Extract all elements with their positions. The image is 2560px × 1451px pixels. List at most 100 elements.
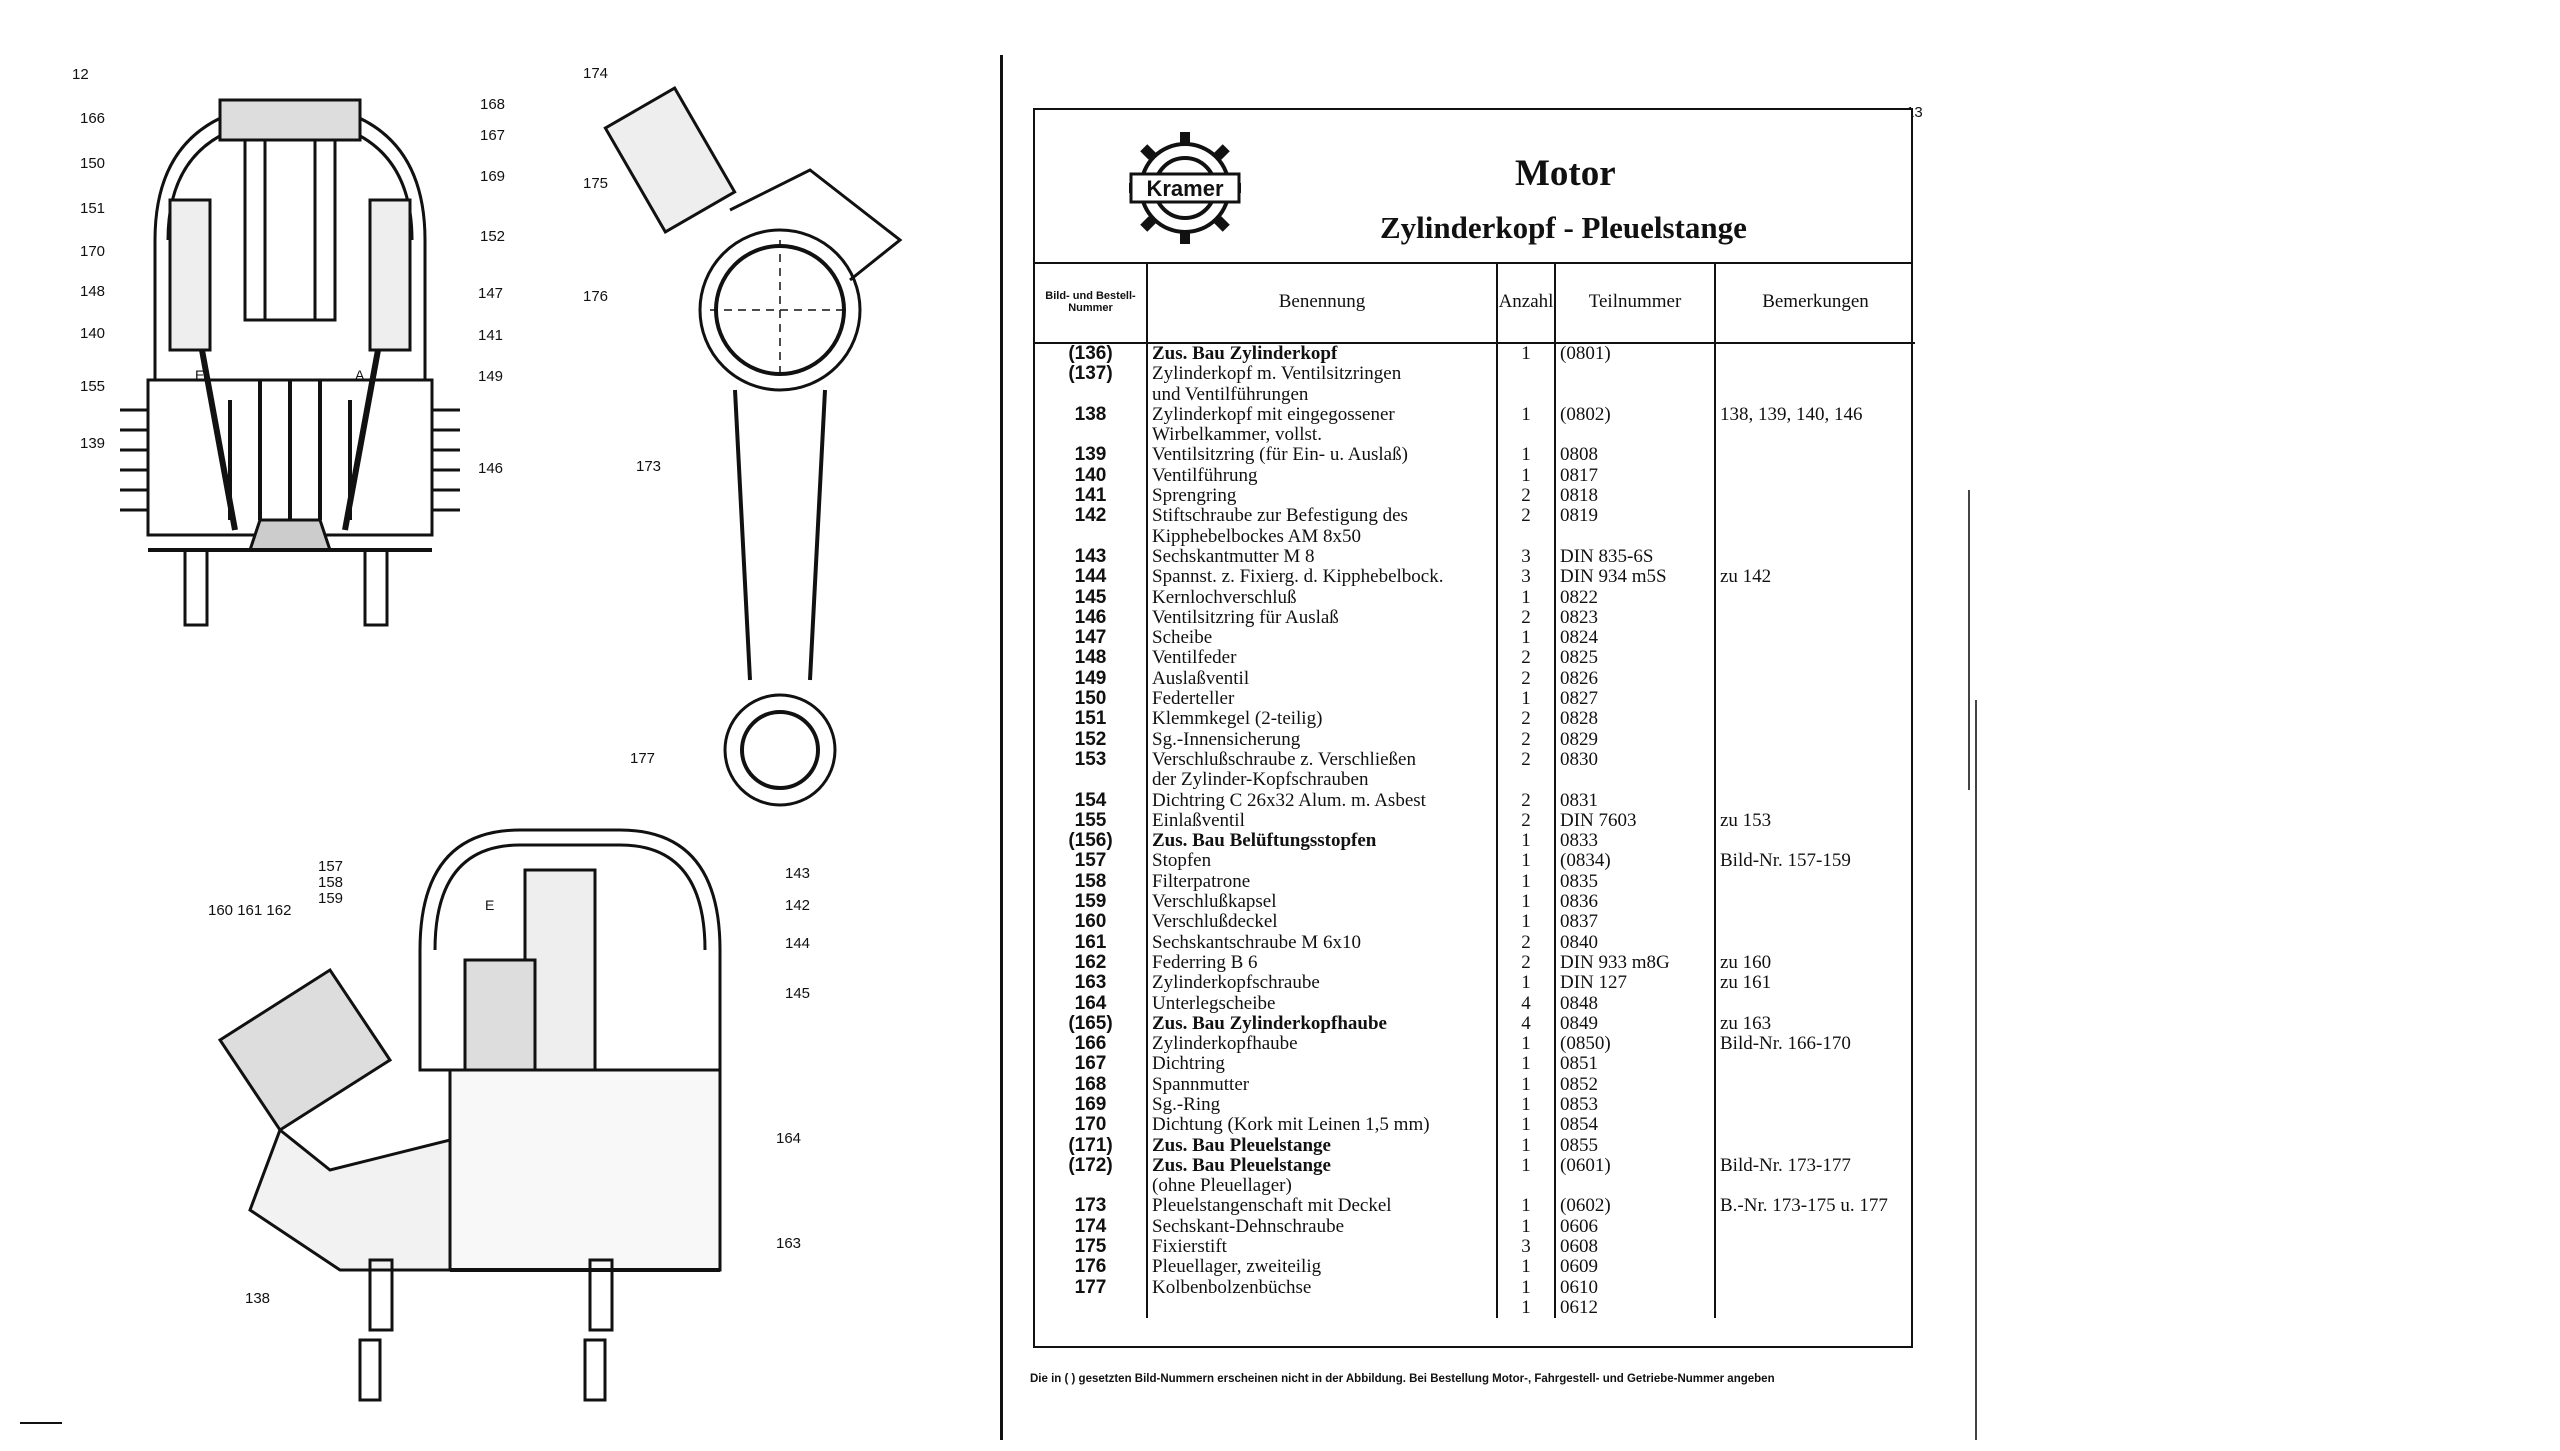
table-row: (137)Zylinderkopf m. Ventilsitzringen	[1035, 364, 1915, 385]
cell-teilnummer	[1555, 526, 1716, 547]
cell-anzahl: 1	[1497, 628, 1556, 649]
table-row: und Ventilführungen	[1035, 384, 1915, 405]
cell-anzahl: 1	[1497, 404, 1556, 426]
cell-benennung	[1147, 1297, 1498, 1319]
callout-label: 150	[80, 155, 106, 172]
cell-teilnummer: 0610	[1555, 1277, 1716, 1298]
table-row: Wirbelkammer, vollst.	[1035, 425, 1915, 446]
column-header-benennung: Benennung	[1147, 262, 1498, 344]
catalog-title: Motor	[1515, 153, 1616, 194]
cell-teilnummer: 0817	[1555, 465, 1716, 487]
cell-teilnummer: DIN 835-6S	[1555, 546, 1716, 568]
cell-benennung: Klemmkegel (2-teilig)	[1147, 709, 1498, 730]
cell-bemerkungen	[1715, 1278, 1915, 1298]
cell-bild: 151	[1035, 709, 1148, 730]
cell-bild: 152	[1035, 729, 1148, 750]
cell-bemerkungen	[1715, 1298, 1915, 1318]
cell-teilnummer: 0822	[1555, 587, 1716, 608]
cell-anzahl: 1	[1497, 1216, 1556, 1238]
cell-bild: 138	[1035, 404, 1148, 426]
cell-benennung: Filterpatrone	[1147, 871, 1498, 893]
cell-anzahl	[1497, 364, 1556, 385]
callout-label: 146	[478, 460, 504, 477]
cell-anzahl: 1	[1497, 871, 1556, 893]
cell-teilnummer: 0837	[1555, 912, 1716, 933]
cell-anzahl: 2	[1497, 506, 1556, 527]
catalog-subtitle: Zylinderkopf - Pleuelstange	[1380, 210, 1747, 245]
cell-teilnummer: DIN 7603	[1555, 810, 1716, 832]
cell-bild: 155	[1035, 810, 1148, 832]
cell-bild: 158	[1035, 871, 1148, 893]
callout-label: 157	[318, 858, 344, 875]
callout-label: 164	[776, 1130, 802, 1147]
cell-bild: 160	[1035, 912, 1148, 933]
cell-bemerkungen	[1715, 445, 1915, 465]
cell-benennung: Zylinderkopf m. Ventilsitzringen	[1147, 364, 1498, 385]
callout-label: 169	[480, 168, 506, 185]
exhaust-mark-e: E	[195, 367, 204, 383]
callout-label: 163	[776, 1235, 802, 1252]
cell-anzahl: 1	[1497, 1155, 1556, 1177]
cell-bemerkungen	[1715, 912, 1915, 932]
cell-anzahl: 3	[1497, 546, 1556, 568]
callout-label: 151	[80, 200, 106, 217]
callout-label: 148	[80, 283, 106, 300]
cell-benennung: Stopfen	[1147, 851, 1498, 872]
logo-text: Kramer	[1146, 176, 1223, 201]
cell-teilnummer: 0824	[1555, 628, 1716, 649]
cell-teilnummer: 0831	[1555, 790, 1716, 811]
cell-bild: 164	[1035, 993, 1148, 1014]
cell-teilnummer: 0612	[1555, 1297, 1716, 1319]
cell-anzahl	[1497, 1176, 1556, 1197]
cell-anzahl: 2	[1497, 729, 1556, 750]
cell-bild: 141	[1035, 486, 1148, 507]
cell-bild: 140	[1035, 465, 1148, 487]
callout-label: 177	[630, 750, 656, 767]
cell-anzahl: 1	[1497, 1034, 1556, 1055]
callout-label: 143	[785, 865, 811, 882]
cell-bemerkungen	[1715, 648, 1915, 668]
cell-benennung: Ventilführung	[1147, 465, 1498, 487]
cell-bild: 149	[1035, 668, 1148, 690]
cell-bild: 168	[1035, 1074, 1148, 1095]
cell-benennung: der Zylinder-Kopfschrauben	[1147, 770, 1498, 791]
cell-bemerkungen	[1715, 608, 1915, 628]
cell-bemerkungen	[1715, 892, 1915, 912]
cell-bemerkungen	[1715, 709, 1915, 729]
cell-bild: (156)	[1035, 831, 1148, 852]
cell-teilnummer: (0834)	[1555, 851, 1716, 872]
cell-benennung: Einlaßventil	[1147, 810, 1498, 832]
cell-benennung: Verschlußkapsel	[1147, 892, 1498, 913]
cell-bemerkungen	[1715, 364, 1915, 384]
cell-bemerkungen	[1715, 689, 1915, 709]
cell-benennung: Unterlegscheibe	[1147, 993, 1498, 1014]
intake-mark-a: A	[355, 367, 365, 383]
cell-benennung: Spannmutter	[1147, 1074, 1498, 1095]
cell-bemerkungen: zu 160	[1720, 952, 1772, 973]
cell-bild: 167	[1035, 1054, 1148, 1075]
callout-label: 160 161 162	[208, 902, 292, 919]
cell-bild	[1035, 770, 1148, 791]
cell-bemerkungen: Bild-Nr. 157-159	[1720, 851, 1851, 872]
cell-benennung: Spannst. z. Fixierg. d. Kipphebelbock.	[1147, 567, 1498, 588]
page-fold-line	[1000, 55, 1003, 1440]
cell-benennung: Dichtung (Kork mit Leinen 1,5 mm)	[1147, 1115, 1498, 1136]
cell-bemerkungen	[1715, 730, 1915, 750]
cell-benennung: Sg.-Ring	[1147, 1094, 1498, 1116]
